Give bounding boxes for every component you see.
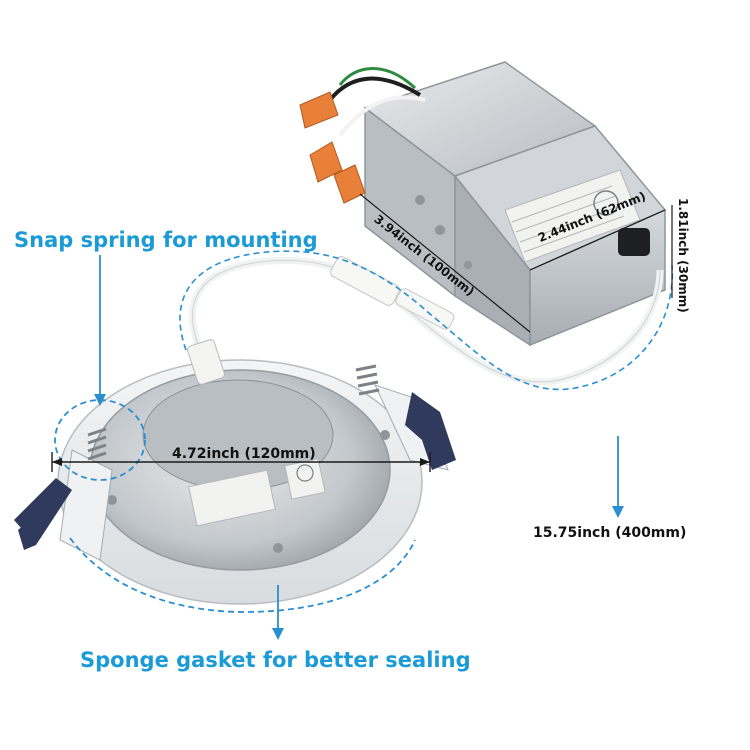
junction-box (363, 61, 667, 347)
snap-spring-label: Snap spring for mounting (14, 228, 318, 252)
gasket-arrowhead (272, 628, 284, 640)
cable-length-label: 15.75inch (400mm) (533, 525, 687, 541)
wire-bundle (328, 67, 426, 137)
led-downlight (57, 339, 423, 605)
gasket-dashline (69, 537, 416, 613)
connector-icon (330, 256, 455, 330)
box-depth-dimension-line (359, 193, 531, 333)
wire-nut-icon (299, 91, 366, 204)
cable-arrowhead (612, 506, 624, 518)
cable-length-dashline (179, 250, 674, 391)
box-width-dimension-line (529, 209, 666, 271)
spring-arrowhead (94, 394, 106, 406)
spring-clip-icon (14, 427, 113, 561)
diameter-label: 4.72inch (120mm) (172, 446, 316, 462)
spring-clip-right (355, 364, 456, 471)
box-height-label: 1.81inch (30mm) (676, 198, 690, 313)
sponge-gasket-label: Sponge gasket for better sealing (80, 648, 471, 672)
